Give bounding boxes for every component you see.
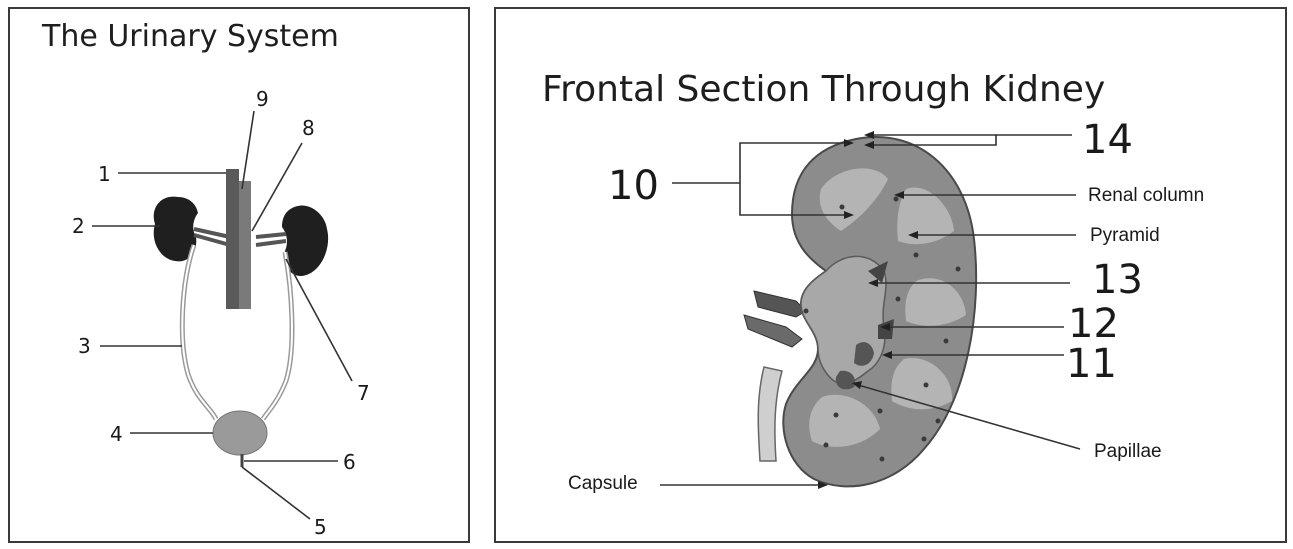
label-1: 1 bbox=[98, 162, 111, 186]
leader-9 bbox=[242, 111, 254, 189]
urinary-system-title: The Urinary System bbox=[41, 19, 339, 54]
urinary-system-diagram: The Urinary System 1 2 3 4 5 bbox=[10, 9, 472, 545]
urinary-system-panel: The Urinary System 1 2 3 4 5 bbox=[8, 7, 470, 543]
urinary-bladder bbox=[213, 411, 267, 455]
leader-5 bbox=[242, 467, 310, 519]
right-renal-vessels bbox=[256, 234, 286, 245]
label-2: 2 bbox=[72, 214, 85, 238]
label-renal-column: Renal column bbox=[1088, 185, 1204, 206]
leader-7 bbox=[286, 259, 352, 381]
label-14: 14 bbox=[1082, 117, 1133, 163]
label-6: 6 bbox=[343, 450, 356, 474]
label-3: 3 bbox=[78, 334, 91, 358]
renal-vein bbox=[744, 315, 802, 347]
label-papillae: Papillae bbox=[1094, 441, 1162, 462]
kidney-section-diagram: Frontal Section Through Kidney bbox=[496, 9, 1289, 545]
label-capsule: Capsule bbox=[568, 473, 638, 494]
renal-artery bbox=[754, 291, 806, 317]
label-13: 13 bbox=[1092, 257, 1143, 303]
label-4: 4 bbox=[110, 422, 123, 446]
label-11: 11 bbox=[1066, 341, 1117, 387]
ureter bbox=[758, 367, 782, 461]
inferior-vena-cava bbox=[226, 169, 239, 309]
label-5: 5 bbox=[314, 515, 327, 539]
kidney-section-panel: Frontal Section Through Kidney bbox=[494, 7, 1287, 543]
label-pyramid: Pyramid bbox=[1090, 225, 1160, 246]
label-10: 10 bbox=[608, 163, 659, 209]
label-9: 9 bbox=[256, 87, 269, 111]
label-8: 8 bbox=[302, 116, 315, 140]
left-renal-vessels bbox=[194, 229, 230, 245]
right-ureter bbox=[263, 252, 292, 419]
kidney-section-title: Frontal Section Through Kidney bbox=[542, 69, 1105, 110]
aorta bbox=[239, 181, 251, 309]
label-7: 7 bbox=[357, 381, 370, 405]
